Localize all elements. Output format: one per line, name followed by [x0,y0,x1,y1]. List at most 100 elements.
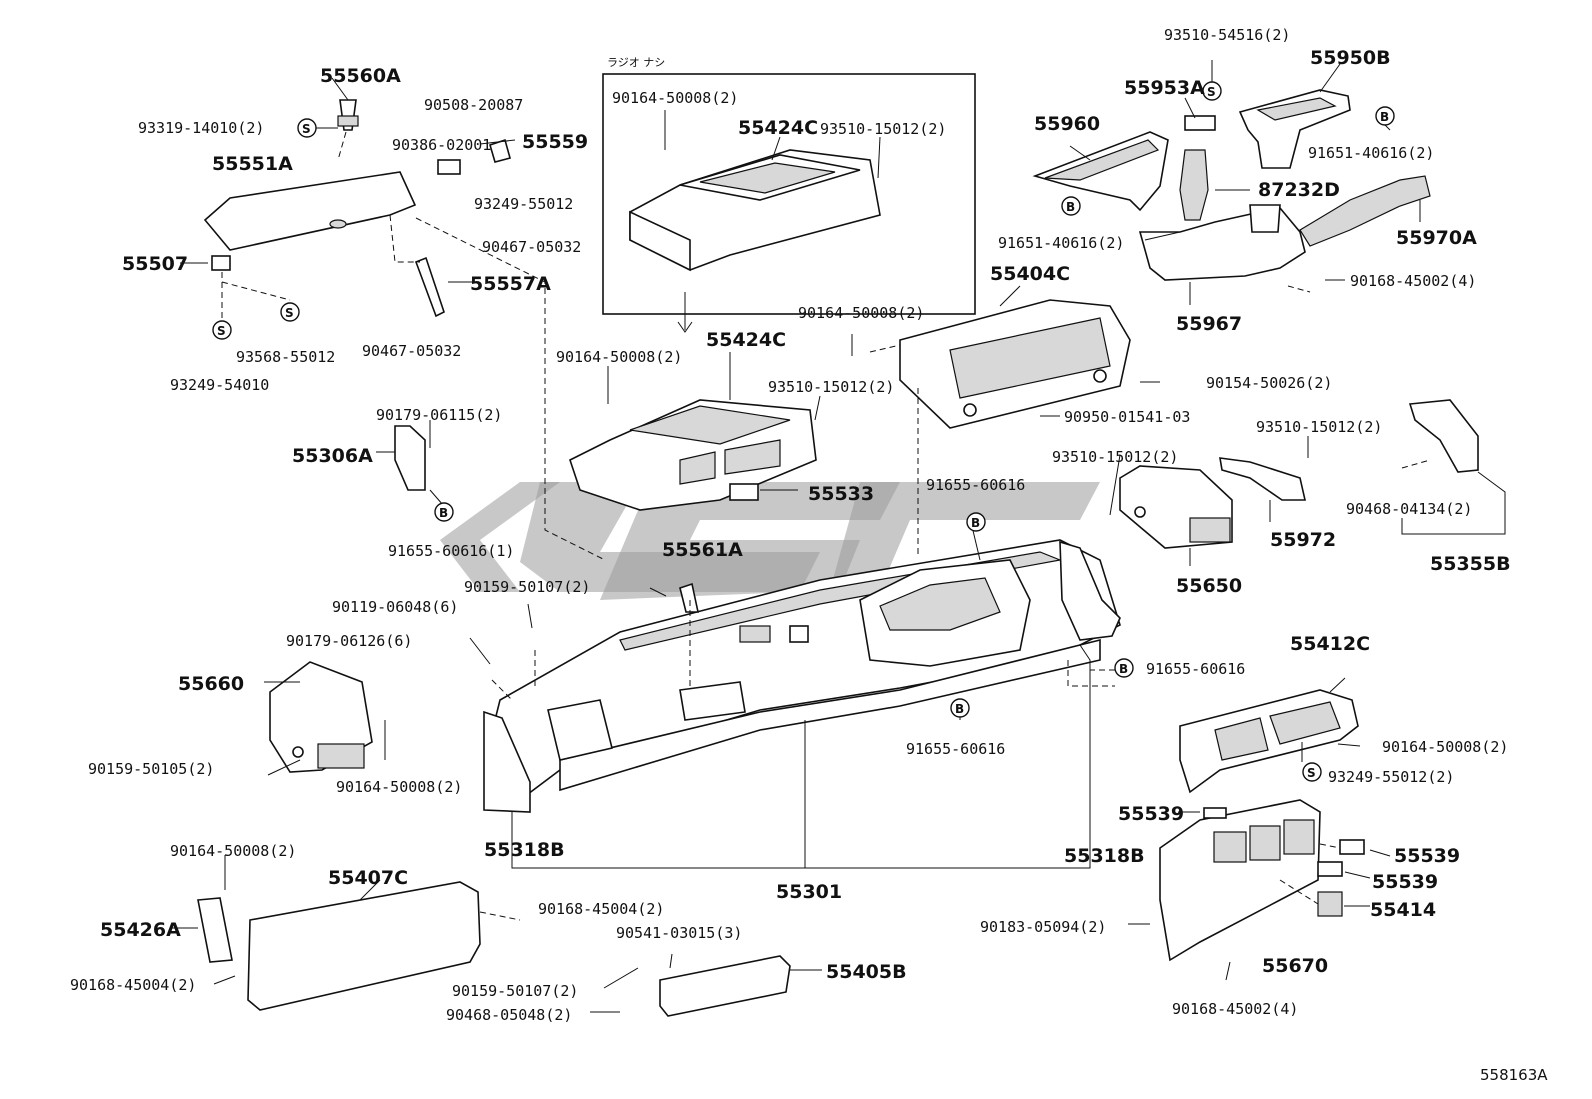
defroster-duct-left-part [1032,131,1169,212]
switch-cover-a-part [1203,807,1227,819]
label-90168-45002-top: 90168-45002(4) [1350,272,1476,290]
label-55660: 55660 [178,673,244,695]
label-93510-15012-mid: 93510-15012(2) [768,378,894,396]
symbol-b-5: B [1114,658,1134,678]
symbol-b-3: B [434,502,454,522]
label-90159-50105: 90159-50105(2) [88,760,214,778]
switch-cover-c-part [1317,861,1343,877]
label-90164-50008-lowleft: 90164-50008(2) [336,778,462,796]
bracket-clip-part [679,582,699,613]
label-55355B: 55355B [1430,553,1511,575]
side-panel-right-part [1059,540,1121,641]
watermark-logo [440,482,1100,600]
label-55561A: 55561A [662,539,743,561]
label-93249-55012-right: 93249-55012(2) [1328,768,1454,786]
label-91655-60616-right: 91655-60616 [1146,660,1245,678]
glove-box-lock-part [337,99,359,131]
label-55551A: 55551A [212,153,293,175]
label-55318B-right: 55318B [1064,845,1145,867]
label-55972: 55972 [1270,529,1336,551]
svg-text:S: S [302,122,311,136]
cluster-finish-panel-part [899,299,1131,429]
side-duct-part [1219,457,1307,501]
label-90386-02001: 90386-02001 [392,136,491,154]
label-90508-20087: 90508-20087 [424,96,523,114]
label-55507: 55507 [122,253,188,275]
symbol-s-4: S [1202,81,1222,101]
cluster-hood-part [569,399,817,511]
label-55533: 55533 [808,483,874,505]
label-90159-50107-low: 90159-50107(2) [452,982,578,1000]
label-90467-05032-a: 90467-05032 [482,238,581,256]
label-55426A: 55426A [100,919,181,941]
label-90179-06126: 90179-06126(6) [286,632,412,650]
spring-part [437,159,461,175]
side-panel-left-part [483,710,531,813]
symbol-s-3: S [280,302,300,322]
label-90168-45002-bottom: 90168-45002(4) [1172,1000,1298,1018]
latch-part [211,255,231,271]
bracket-part [394,425,426,491]
label-55414: 55414 [1370,899,1436,921]
label-87232D: 87232D [1258,179,1340,201]
lighter-cover-part [1317,891,1343,917]
label-90950-01541-03: 90950-01541-03 [1064,408,1190,426]
svg-text:S: S [217,324,226,338]
label-90164-50008-left: 90164-50008(2) [556,348,682,366]
symbol-b-1: B [1375,106,1395,126]
label-90119-06048: 90119-06048(6) [332,598,458,616]
svg-text:B: B [955,702,964,716]
label-55557A: 55557A [470,273,551,295]
svg-text:B: B [1066,200,1075,214]
label-93568-55012: 93568-55012 [236,348,335,366]
label-93510-54516: 93510-54516(2) [1164,26,1290,44]
label-55412C: 55412C [1290,633,1370,655]
label-90183-05094: 90183-05094(2) [980,918,1106,936]
label-55970A: 55970A [1396,227,1477,249]
lower-trim-strip-part [659,955,791,1017]
label-55306A: 55306A [292,445,373,467]
label-91651-40616-left: 91651-40616(2) [998,234,1124,252]
label-91655-60616-top: 91655-60616 [926,476,1025,494]
label-55950B: 55950B [1310,47,1391,69]
label-90164-50008-right: 90164-50008(2) [1382,738,1508,756]
label-55405B: 55405B [826,961,907,983]
label-90154-50026: 90154-50026(2) [1206,374,1332,392]
label-90164-50008-bottom: 90164-50008(2) [170,842,296,860]
label-90541-03015: 90541-03015(3) [616,924,742,942]
switch-cover-b-part [1339,839,1365,855]
symbol-s-5: S [1302,762,1322,782]
svg-text:B: B [1119,662,1128,676]
label-90164-50008-mid: 90164-50008(2) [798,304,924,322]
diagram-code: 558163A [1480,1066,1548,1084]
svg-text:B: B [1380,110,1389,124]
svg-text:S: S [1307,766,1316,780]
svg-text:S: S [1207,85,1216,99]
glove-box-door-part [203,171,417,251]
symbol-s-1: S [297,118,317,138]
label-93510-15012-right: 93510-15012(2) [1052,448,1178,466]
label-55318B-left: 55318B [484,839,565,861]
label-55539-a: 55539 [1118,803,1184,825]
label-55539-c: 55539 [1372,871,1438,893]
switch-hole-cover-part [729,483,759,501]
label-55960: 55960 [1034,113,1100,135]
symbol-b-6: B [950,698,970,718]
symbol-b-4: B [966,512,986,532]
flex-hose-part [1299,175,1431,247]
label-90468-05048: 90468-05048(2) [446,1006,572,1024]
label-55424C: 55424C [706,329,786,351]
instrument-panel-part [489,539,1121,802]
label-93249-54010: 93249-54010 [170,376,269,394]
label-90168-45004-l: 90168-45004(2) [70,976,196,994]
heater-register-part [1408,399,1479,473]
duct-hose-part [1179,115,1216,221]
check-arm-part [414,256,445,318]
air-duct-main-part [1138,204,1306,281]
label-91655-60616-1: 91655-60616(1) [388,542,514,560]
hinge-bracket-part [489,138,511,163]
label-90467-05032-b: 90467-05032 [362,342,461,360]
label-55650: 55650 [1176,575,1242,597]
